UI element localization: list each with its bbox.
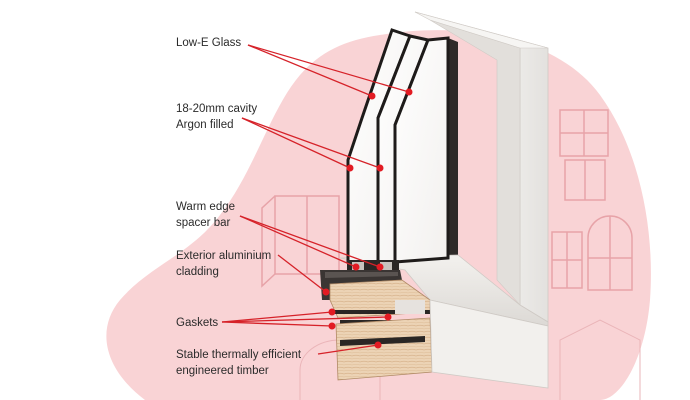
label-spacer-line2: spacer bar — [176, 217, 231, 229]
label-gaskets: Gaskets — [176, 317, 218, 329]
label-cavity-line1: 18-20mm cavity — [176, 103, 257, 115]
label-cavity-line2: Argon filled — [176, 119, 234, 131]
label-low-e-glass: Low-E Glass — [176, 37, 241, 49]
cavity-dot-inner — [376, 164, 384, 172]
gasket-dot-2 — [384, 313, 392, 321]
gasket-dot-1 — [328, 308, 336, 316]
low-e-dot-inner — [405, 88, 413, 96]
label-cladding-line2: cladding — [176, 266, 219, 278]
window-profile — [320, 11, 549, 389]
window-sketch-icon — [564, 159, 606, 201]
gasket-dot-3 — [328, 322, 336, 330]
label-timber-line2: engineered timber — [176, 365, 269, 377]
label-timber-line1: Stable thermally efficient — [176, 349, 302, 361]
double-window-icon — [551, 231, 583, 289]
cladding-dot — [322, 288, 330, 296]
label-spacer-line1: Warm edge — [176, 201, 235, 213]
timber-dot — [374, 341, 382, 349]
low-e-dot-outer — [368, 92, 376, 100]
window-sketch-icon — [261, 195, 340, 288]
spacer-dot-inner — [376, 263, 384, 271]
callout-leaders — [221, 44, 413, 355]
arched-window-icon — [587, 215, 633, 291]
spacer-dot-outer — [352, 263, 360, 271]
cavity-dot-outer — [346, 164, 354, 172]
window-sketch-icon — [559, 109, 609, 157]
callout-labels: Low-E Glass 18-20mm cavity Argon filled … — [176, 37, 302, 377]
label-cladding-line1: Exterior aluminium — [176, 250, 271, 262]
